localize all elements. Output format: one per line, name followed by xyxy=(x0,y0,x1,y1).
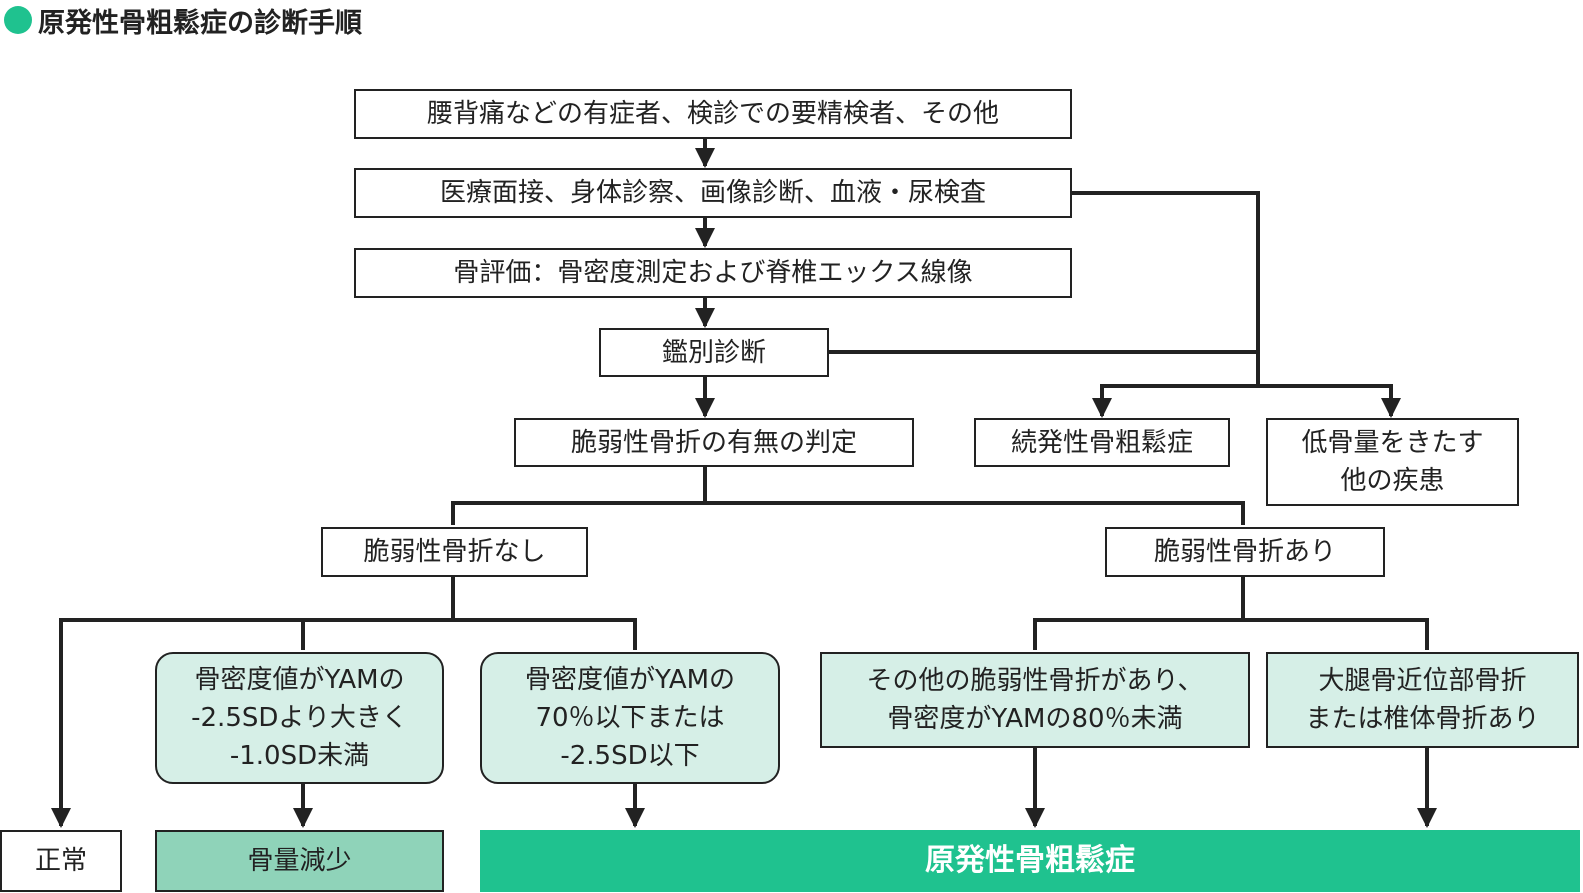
node-other-disease: 低骨量をきたす 他の疾患 xyxy=(1266,418,1519,506)
page-title: 原発性骨粗鬆症の診断手順 xyxy=(4,0,362,40)
node-patients: 腰背痛などの有症者、検診での要精検者、その他 xyxy=(354,89,1072,139)
node-secondary-osteoporosis: 続発性骨粗鬆症 xyxy=(974,418,1230,467)
result-normal: 正常 xyxy=(0,830,122,892)
node-differential: 鑑別診断 xyxy=(599,328,829,377)
node-hip-vertebral: 大腿骨近位部骨折 または椎体骨折あり xyxy=(1266,652,1579,748)
title-text: 原発性骨粗鬆症の診断手順 xyxy=(38,7,362,39)
node-bone-eval: 骨評価：骨密度測定および脊椎エックス線像 xyxy=(354,248,1072,298)
node-no-fracture: 脆弱性骨折なし xyxy=(321,527,588,577)
bullet-dot-icon xyxy=(4,6,32,34)
node-fracture: 脆弱性骨折あり xyxy=(1105,527,1385,577)
result-primary-osteoporosis: 原発性骨粗鬆症 xyxy=(480,830,1580,892)
node-bmd-osteoporosis: 骨密度値がYAMの 70％以下または -2.5SD以下 xyxy=(480,652,780,784)
node-other-fracture: その他の脆弱性骨折があり、 骨密度がYAMの80％未満 xyxy=(820,652,1250,748)
result-osteopenia: 骨量減少 xyxy=(155,830,444,892)
line-exam-right xyxy=(1063,191,1260,386)
node-fracture-judgement: 脆弱性骨折の有無の判定 xyxy=(514,418,914,467)
node-exam: 医療面接、身体診察、画像診断、血液・尿検査 xyxy=(354,168,1072,218)
node-bmd-osteopenia: 骨密度値がYAMの -2.5SDより大きく -1.0SD未満 xyxy=(155,652,444,784)
